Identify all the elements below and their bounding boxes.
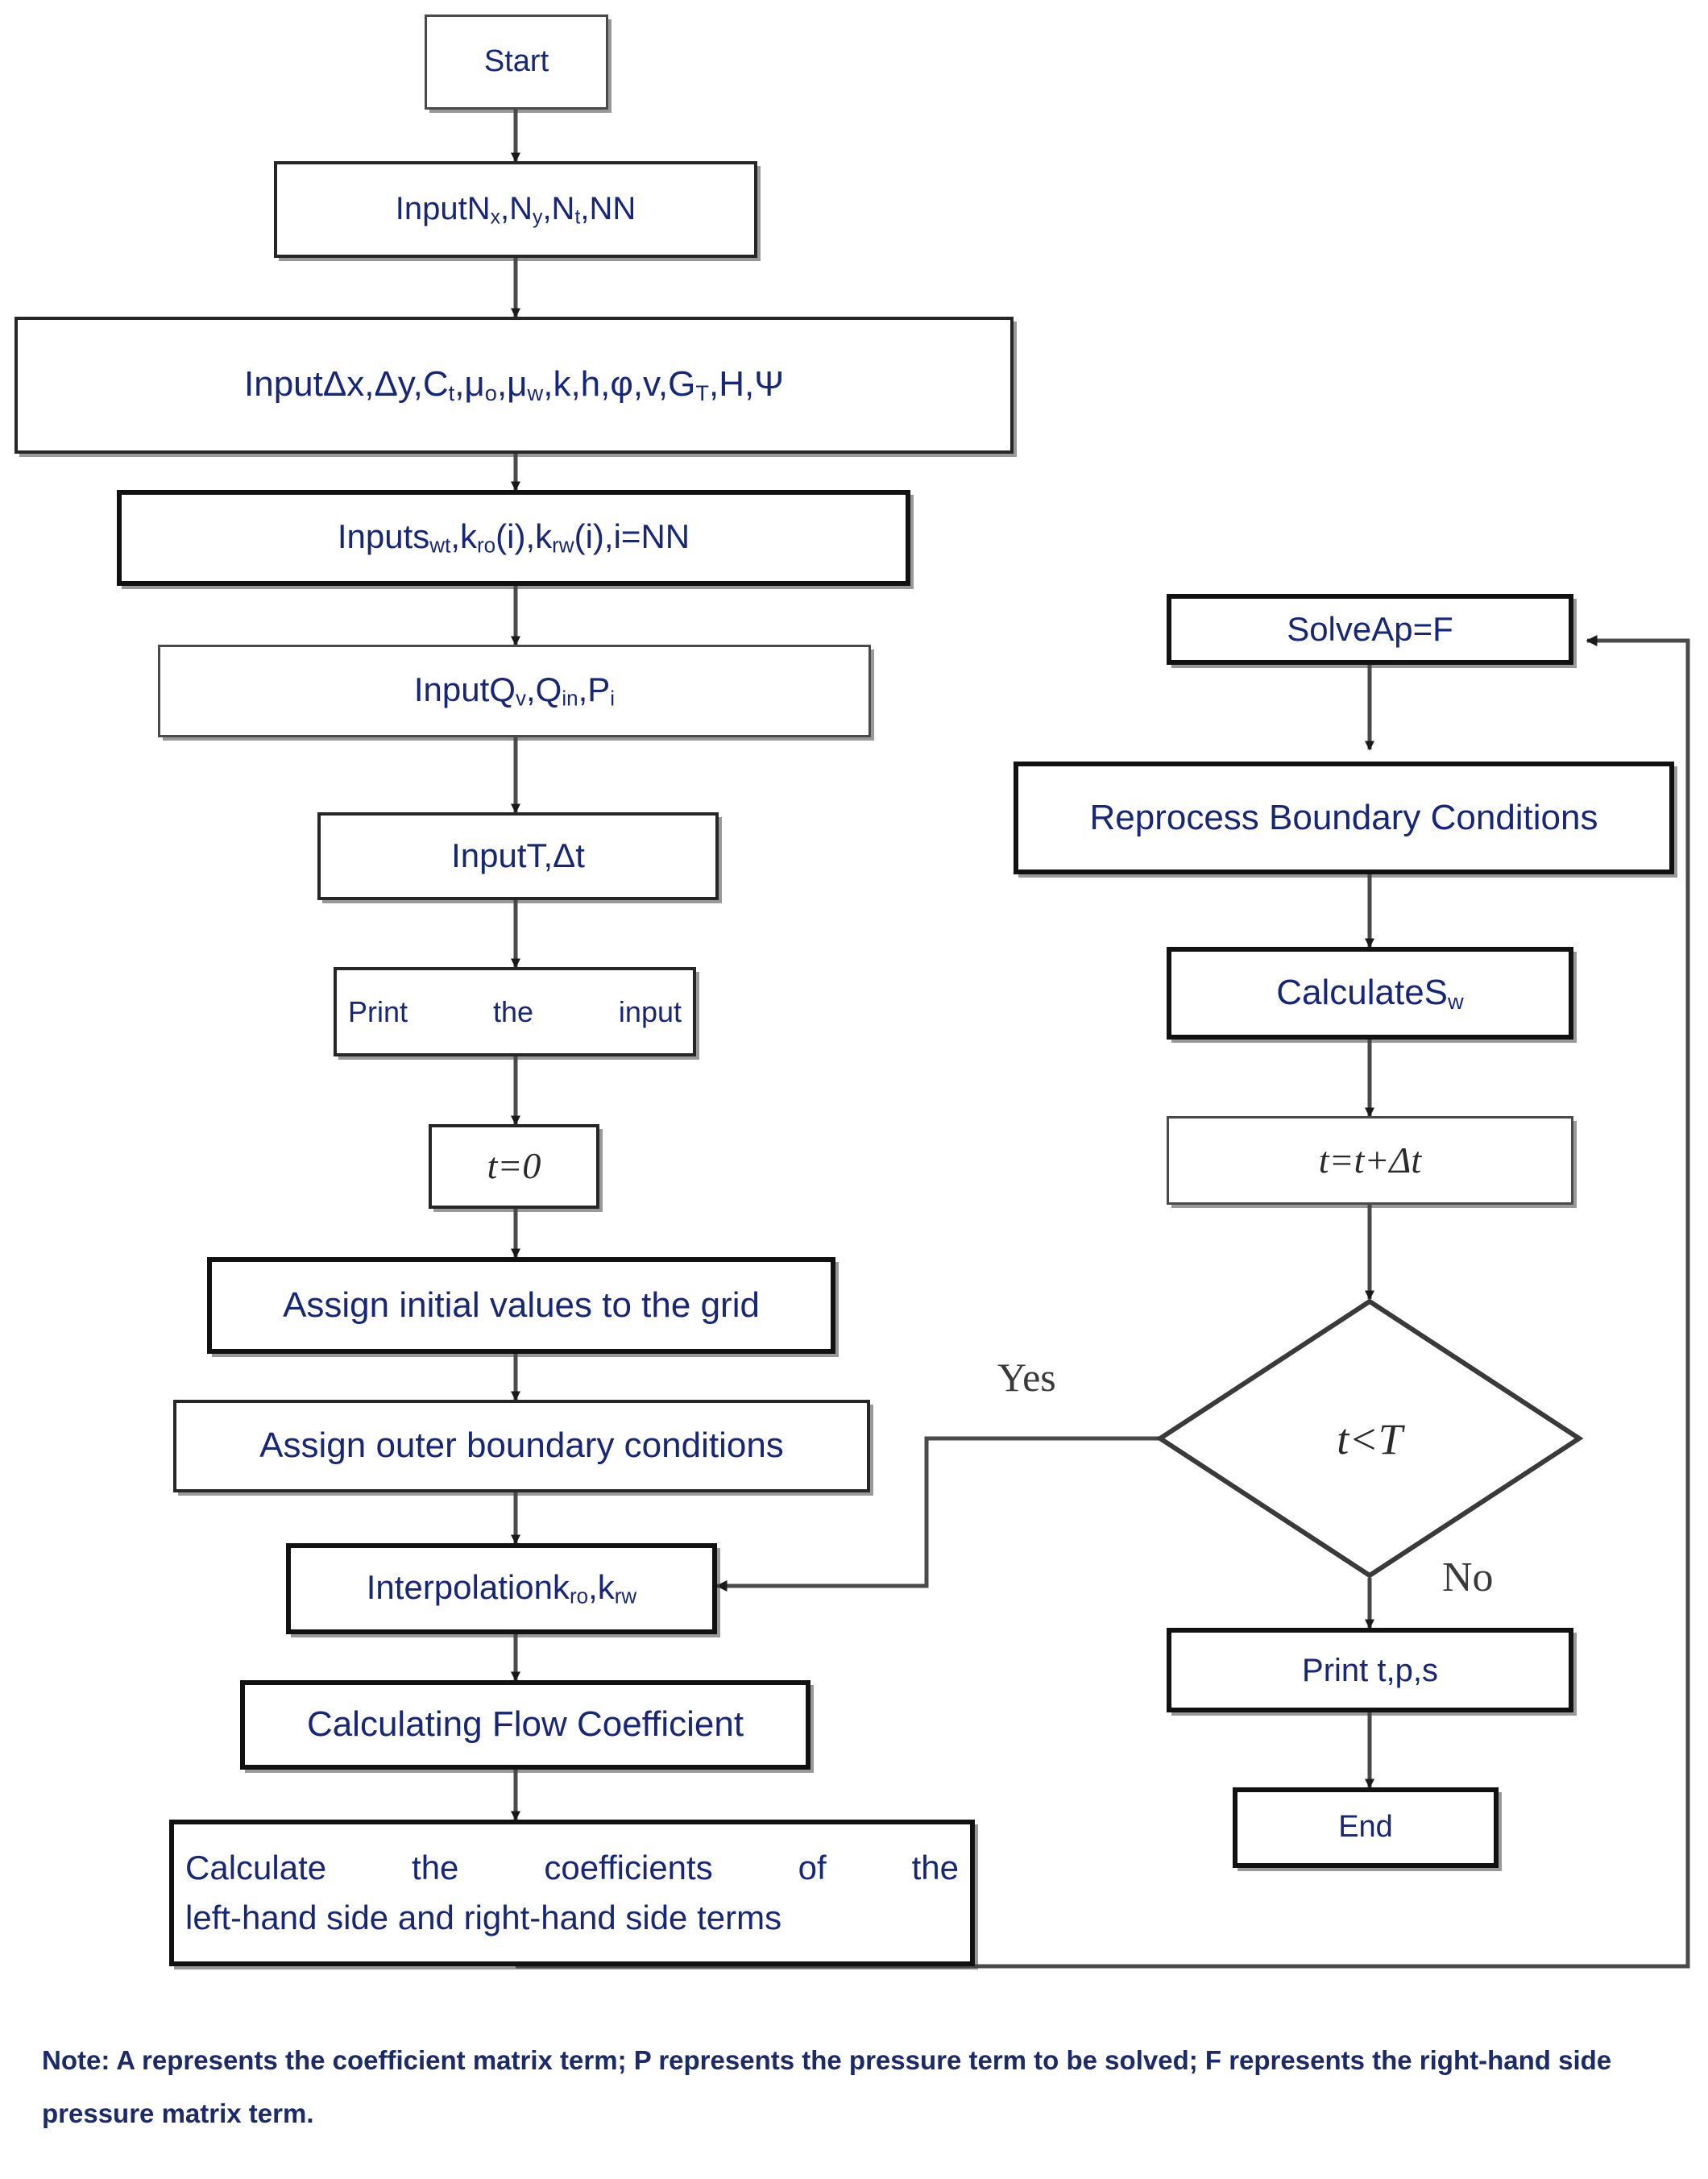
node-input-time[interactable]: InputT,Δt xyxy=(317,812,719,900)
node-flow-coefficient[interactable]: Calculating Flow Coefficient xyxy=(240,1680,810,1770)
link-yes-branch-to-interp xyxy=(715,1436,1160,1592)
node-end[interactable]: End xyxy=(1233,1787,1499,1868)
node-input-n[interactable]: InputNx,Ny,Nt,NN xyxy=(274,161,757,258)
node-reprocess-boundary[interactable]: Reprocess Boundary Conditions xyxy=(1014,762,1674,874)
node-t-zero[interactable]: t=0 xyxy=(429,1124,599,1209)
node-decision-label-wrap: t<T xyxy=(1273,1402,1466,1476)
link-coefterms-to-solve xyxy=(516,635,1690,1969)
node-input-saturation-label: Inputswt,kro(i),krw(i),i=NN xyxy=(337,517,690,558)
node-input-n-label: InputNx,Ny,Nt,NN xyxy=(395,190,636,228)
node-assign-initial[interactable]: Assign initial values to the grid xyxy=(207,1257,835,1354)
node-print-input[interactable]: Print the input xyxy=(334,967,696,1056)
node-decision-label: t<T xyxy=(1337,1415,1403,1463)
node-assign-boundary-label: Assign outer boundary conditions xyxy=(259,1426,784,1466)
node-start[interactable]: Start xyxy=(425,15,608,110)
decision-diamond xyxy=(1155,1298,1584,1579)
branch-label-yes: Yes xyxy=(997,1355,1056,1400)
node-reprocess-boundary-label: Reprocess Boundary Conditions xyxy=(1089,797,1598,837)
node-print-input-label: Print the input xyxy=(348,994,682,1028)
node-coefficient-terms-line1: Calculate the coefficients of the xyxy=(185,1848,959,1886)
node-solve-system[interactable]: SolveAp=F xyxy=(1167,594,1573,665)
node-advance-time-label: t=t+Δt xyxy=(1318,1139,1422,1181)
node-input-properties[interactable]: InputΔx,Δy,Ct,μo,μw,k,h,φ,v,GT,H,Ψ xyxy=(15,317,1014,454)
node-input-rates-label: InputQv,Qin,Pi xyxy=(413,670,616,711)
node-print-results-label: Print t,p,s xyxy=(1302,1652,1438,1688)
node-t-zero-label: t=0 xyxy=(487,1145,541,1187)
node-input-properties-label: InputΔx,Δy,Ct,μo,μw,k,h,φ,v,GT,H,Ψ xyxy=(244,364,784,406)
node-input-time-label: InputT,Δt xyxy=(451,836,585,875)
figure-note: Note: A represents the coefficient matri… xyxy=(42,2045,1612,2128)
node-input-rates[interactable]: InputQv,Qin,Pi xyxy=(158,645,871,737)
node-print-results[interactable]: Print t,p,s xyxy=(1167,1628,1573,1712)
node-input-saturation[interactable]: Inputswt,kro(i),krw(i),i=NN xyxy=(117,490,910,586)
node-solve-system-label: SolveAp=F xyxy=(1287,609,1453,648)
node-assign-boundary[interactable]: Assign outer boundary conditions xyxy=(173,1400,870,1492)
node-calculate-sw[interactable]: CalculateSw xyxy=(1167,947,1573,1040)
node-start-label: Start xyxy=(483,44,549,79)
node-advance-time[interactable]: t=t+Δt xyxy=(1167,1116,1573,1205)
node-calculate-sw-label: CalculateSw xyxy=(1276,972,1464,1014)
node-flow-coefficient-label: Calculating Flow Coefficient xyxy=(306,1704,744,1745)
node-coefficient-terms[interactable]: Calculate the coefficients of the left-h… xyxy=(169,1820,975,1966)
branch-label-no: No xyxy=(1442,1554,1494,1600)
node-coefficient-terms-line2: left-hand side and right-hand side terms xyxy=(185,1899,782,1936)
node-end-label: End xyxy=(1338,1810,1393,1845)
node-assign-initial-label: Assign initial values to the grid xyxy=(283,1285,760,1325)
node-interpolation-label: Interpolationkro,krw xyxy=(366,1568,637,1608)
node-interpolation[interactable]: Interpolationkro,krw xyxy=(286,1543,717,1634)
